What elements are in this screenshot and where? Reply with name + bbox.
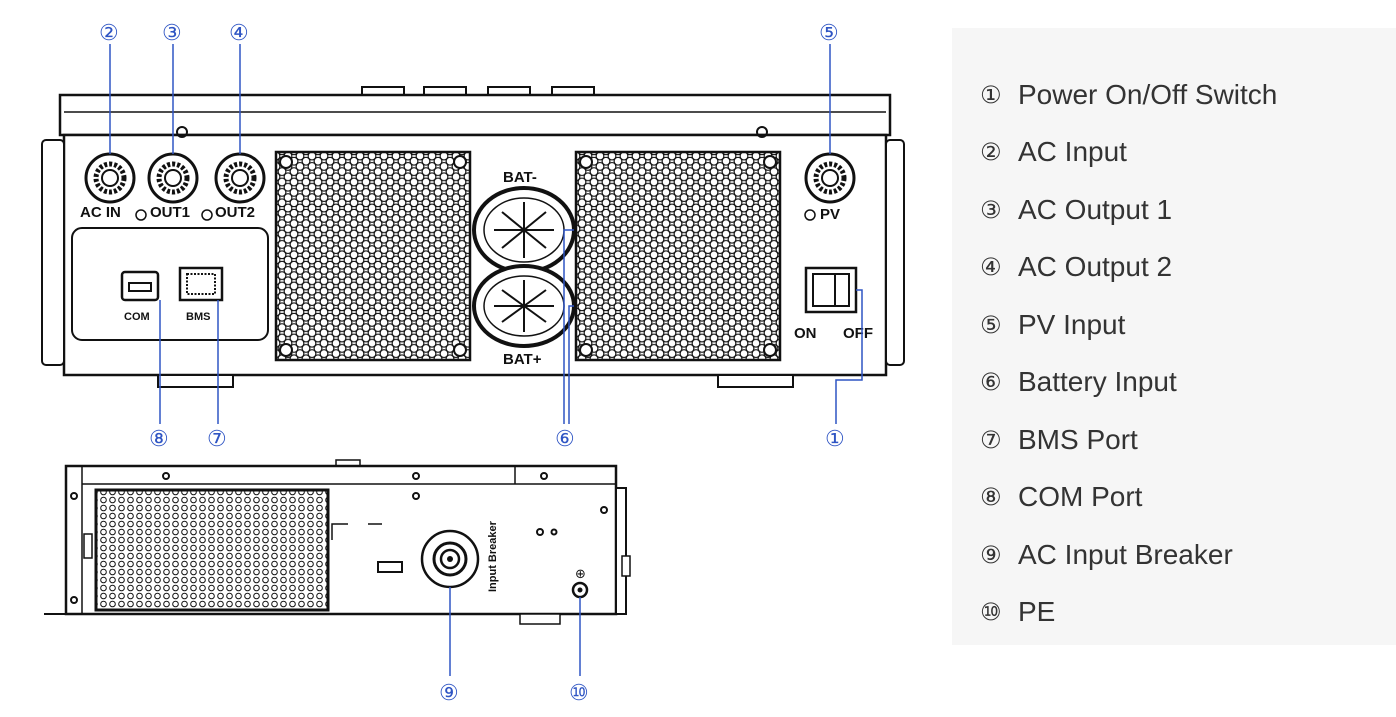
callouts <box>109 44 863 676</box>
legend-number: ④ <box>980 253 1002 282</box>
legend-item: ⑦ BMS Port <box>980 411 1396 469</box>
legend-number: ③ <box>980 195 1002 224</box>
legend-panel: ① Power On/Off Switch ② AC Input ③ AC Outpu… <box>952 28 1396 645</box>
out1-label: OUT1 <box>150 204 190 221</box>
side-view: Input Breaker ⊕ <box>44 459 631 625</box>
com-label: COM <box>124 311 150 323</box>
legend-label: Battery Input <box>1018 366 1177 398</box>
legend-number: ⑥ <box>980 368 1002 397</box>
input-breaker <box>420 529 480 589</box>
legend-number: ⑩ <box>980 598 1002 627</box>
inverter-diagram: AC IN OUT1 OUT2 PV COM BMS <box>41 20 905 705</box>
legend-item: ④ AC Output 2 <box>980 239 1396 297</box>
legend-label: BMS Port <box>1018 423 1138 455</box>
legend-number: ⑦ <box>980 425 1002 454</box>
legend-label: AC Output 2 <box>1018 251 1173 283</box>
bat-plus-terminal <box>472 264 576 348</box>
callout-7: ⑦ <box>207 426 227 451</box>
legend-label: Power On/Off Switch <box>1018 78 1278 110</box>
legend-label: AC Input <box>1018 136 1127 168</box>
legend-number: ② <box>980 138 1002 167</box>
legend-item: ③ AC Output 1 <box>980 181 1396 239</box>
callout-numbers: ② ③ ④ ⑤ ⑧ ⑦ ⑥ ① ⑨ ⑩ <box>99 20 845 705</box>
pv-label: PV <box>820 206 840 223</box>
front-view: AC IN OUT1 OUT2 PV COM BMS <box>41 86 905 388</box>
legend-label: AC Input Breaker <box>1018 538 1233 570</box>
input-breaker-label: Input Breaker <box>487 520 499 592</box>
callout-6: ⑥ <box>555 426 575 451</box>
legend-label: COM Port <box>1018 481 1143 513</box>
ac-in-label: AC IN <box>80 204 121 221</box>
callout-9: ⑨ <box>439 680 459 705</box>
legend-item: ② AC Input <box>980 124 1396 182</box>
callout-10: ⑩ <box>569 680 589 705</box>
com-port <box>120 270 160 302</box>
legend-item: ⑤ PV Input <box>980 296 1396 354</box>
bat-minus-label: BAT- <box>503 169 537 186</box>
callout-8: ⑧ <box>149 426 169 451</box>
legend-number: ⑨ <box>980 540 1002 569</box>
legend-number: ⑧ <box>980 483 1002 512</box>
callout-4: ④ <box>229 20 249 45</box>
legend-number: ⑤ <box>980 310 1002 339</box>
pe-terminal <box>571 581 589 599</box>
legend-item: ⑧ COM Port <box>980 469 1396 527</box>
power-switch <box>804 266 858 314</box>
callout-2: ② <box>99 20 119 45</box>
bat-minus-terminal <box>472 186 576 274</box>
legend-item: ⑨ AC Input Breaker <box>980 526 1396 584</box>
out2-label: OUT2 <box>215 204 255 221</box>
ground-symbol: ⊕ <box>575 567 586 582</box>
legend-label: PE <box>1018 596 1056 628</box>
bat-plus-label: BAT+ <box>503 351 542 368</box>
callout-5: ⑤ <box>819 20 839 45</box>
switch-off-label: OFF <box>843 325 873 342</box>
right-fan-grille <box>574 150 782 362</box>
callout-1: ① <box>825 426 845 451</box>
legend-item: ⑩ PE <box>980 584 1396 642</box>
bms-label: BMS <box>186 311 210 323</box>
legend-label: PV Input <box>1018 308 1126 340</box>
legend-item: ⑥ Battery Input <box>980 354 1396 412</box>
legend-item: ① Power On/Off Switch <box>980 66 1396 124</box>
bms-port <box>178 266 224 302</box>
callout-3: ③ <box>162 20 182 45</box>
legend-number: ① <box>980 80 1002 109</box>
legend-label: AC Output 1 <box>1018 193 1173 225</box>
switch-on-label: ON <box>794 325 817 342</box>
left-fan-grille <box>274 150 472 362</box>
